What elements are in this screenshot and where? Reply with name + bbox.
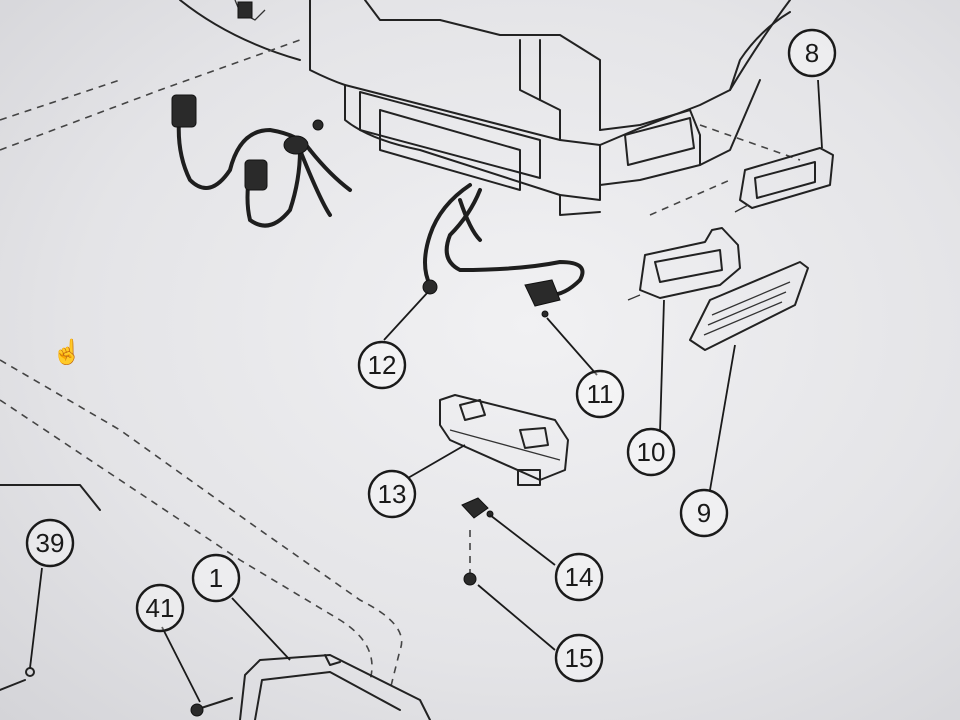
callout-41[interactable]: 41	[135, 583, 185, 633]
part-10-lamp-housing[interactable]	[627, 227, 741, 301]
callout-13-label: 13	[378, 479, 407, 509]
callout-11[interactable]: 11	[575, 369, 625, 419]
callout-39-label: 39	[36, 528, 65, 558]
part-41-bolt[interactable]	[190, 697, 233, 717]
callout-12-label: 12	[368, 350, 397, 380]
wiring-harness-lower	[422, 183, 585, 318]
dashed-guides	[0, 39, 801, 691]
callout-9[interactable]: 9	[679, 488, 729, 538]
part-15-screw[interactable]	[463, 572, 477, 586]
leader-lines	[29, 79, 823, 703]
callout-1-label: 1	[209, 563, 223, 593]
part-39-clip[interactable]	[0, 484, 101, 691]
hand-pointer-icon: ☝	[52, 339, 82, 366]
callout-14-label: 14	[565, 562, 594, 592]
callout-39[interactable]: 39	[25, 518, 75, 568]
part-8-lens-bezel[interactable]	[734, 147, 834, 213]
callout-15-label: 15	[565, 643, 594, 673]
wiring-harness-upper	[171, 94, 352, 228]
callout-41-label: 41	[146, 593, 175, 623]
callout-12[interactable]: 12	[357, 340, 407, 390]
callout-8[interactable]: 8	[787, 28, 837, 78]
callout-1[interactable]: 1	[191, 553, 241, 603]
callout-9-label: 9	[697, 498, 711, 528]
part-13-bracket[interactable]	[439, 394, 569, 486]
callout-8-label: 8	[805, 38, 819, 68]
part-9-grille-lens[interactable]	[689, 261, 809, 351]
callout-15[interactable]: 15	[554, 633, 604, 683]
part-14-clip[interactable]	[461, 497, 494, 519]
callout-10[interactable]: 10	[626, 427, 676, 477]
vehicle-body	[179, 0, 791, 216]
callout-14[interactable]: 14	[554, 552, 604, 602]
callout-11-label: 11	[587, 379, 614, 409]
callout-10-label: 10	[637, 437, 666, 467]
part-1-bumper[interactable]	[239, 654, 431, 720]
callout-13[interactable]: 13	[367, 469, 417, 519]
